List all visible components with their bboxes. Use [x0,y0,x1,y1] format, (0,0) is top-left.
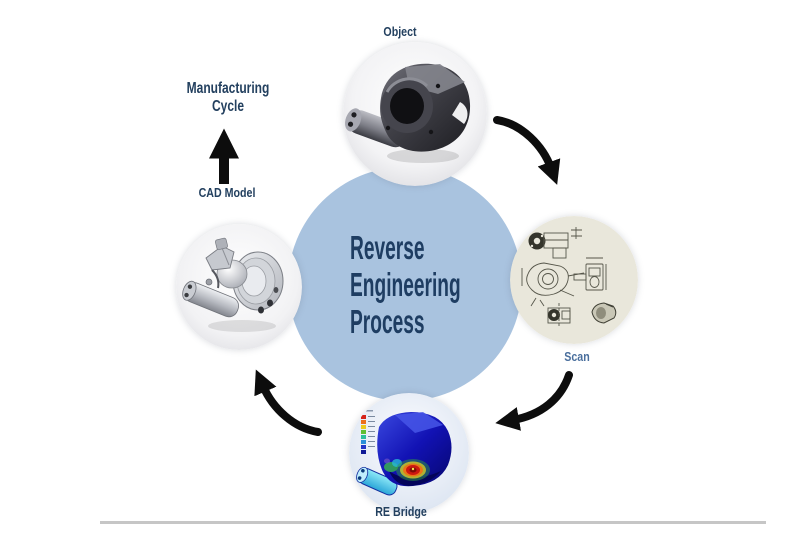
title-line-1: Reverse [349,228,425,266]
cad-model-image-circle [176,224,302,350]
diagram-title: Reverse Engineering Process [310,229,501,340]
technical-drawing-image [510,216,638,344]
arrow-scan-to-rebridge [495,371,573,431]
scan-image-circle [510,216,638,344]
dark-machined-housing-image [343,42,487,186]
manufacturing-cycle-line-1: Manufacturing [186,80,270,97]
object-label: Object [383,24,417,39]
manufacturing-cycle-line-2: Cycle [211,98,245,115]
metallic-cad-render-image [176,224,302,350]
manufacturing-cycle-label: Manufacturing Cycle [173,80,283,116]
object-image-circle [343,42,487,186]
arrow-rebridge-to-cad [254,369,322,436]
fea-legend [361,410,375,454]
bottom-divider-line [100,521,766,524]
title-line-2: Engineering [349,265,461,303]
re-bridge-image-circle [349,393,469,513]
fea-color-map-image [349,393,469,513]
arrow-object-to-scan [493,116,561,185]
title-line-3: Process [349,302,425,340]
cad-model-label: CAD Model [198,185,256,200]
center-circle: Reverse Engineering Process [288,167,522,401]
scan-label: Scan [564,349,590,364]
re-bridge-label: RE Bridge [375,504,427,519]
